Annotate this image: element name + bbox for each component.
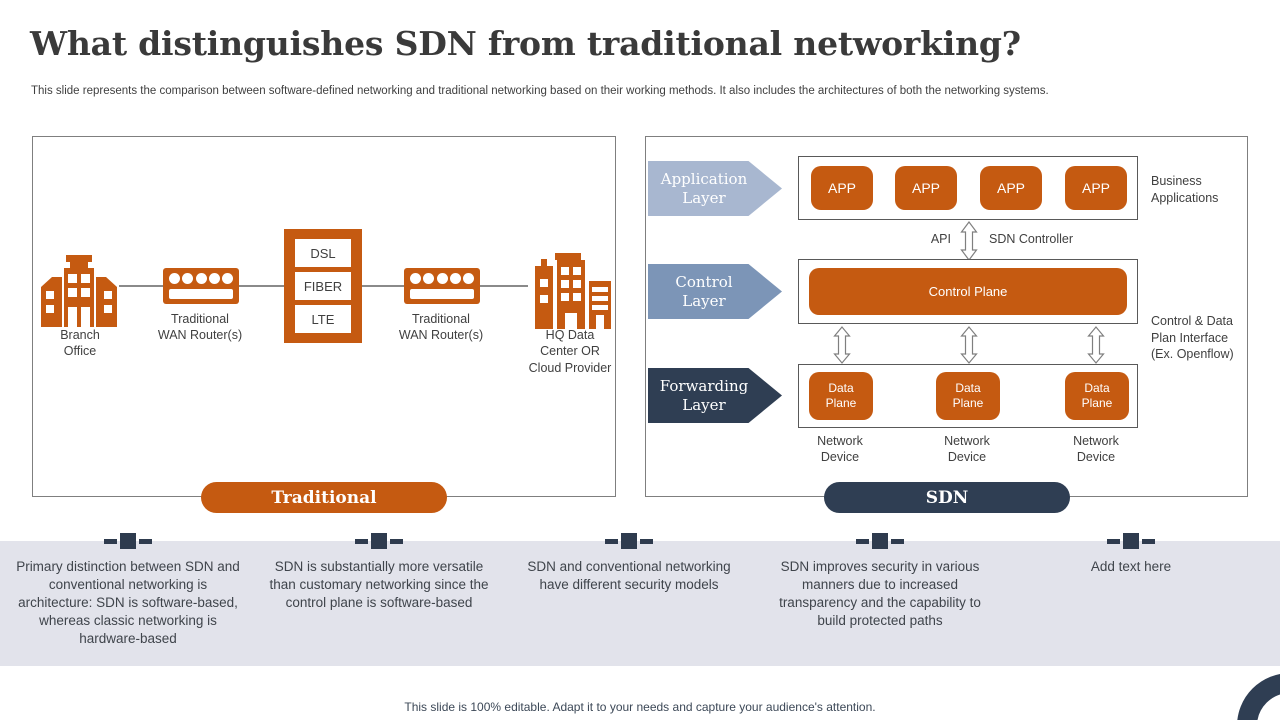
wan-router-label-left: Traditional WAN Router(s)	[157, 312, 243, 343]
control-plane-chip: Control Plane	[809, 268, 1127, 315]
wan-router-icon-right	[404, 268, 480, 304]
control-data-arrow-icon	[960, 326, 978, 364]
node-marker-icon	[856, 533, 904, 549]
editable-note-footer: This slide is 100% editable. Adapt it to…	[404, 700, 876, 714]
hq-data-center-label: HQ Data Center OR Cloud Provider	[528, 328, 612, 375]
network-device-label: Network Device	[817, 434, 863, 465]
application-layer-arrow: Application Layer	[648, 161, 782, 216]
node-marker-icon	[355, 533, 403, 549]
traditional-badge: Traditional	[201, 482, 447, 513]
branch-office-building-icon	[41, 255, 117, 327]
network-device-label: Network Device	[944, 434, 990, 465]
wan-router-icon-left	[163, 268, 239, 304]
forwarding-layer-arrow: Forwarding Layer	[648, 368, 782, 423]
traditional-panel: DSL FIBER LTE	[32, 136, 616, 497]
control-data-arrow-icon	[1087, 326, 1105, 364]
control-layer-arrow: Control Layer	[648, 264, 782, 319]
sdn-controller-label: SDN Controller	[989, 232, 1074, 246]
business-applications-label: Business Applications	[1151, 174, 1219, 205]
page-title: What distinguishes SDN from traditional …	[30, 24, 1021, 63]
control-data-interface-label: Control & Data Plan Interface (Ex. Openf…	[1151, 314, 1234, 361]
forwarding-layer-box: Data Plane Data Plane Data Plane	[798, 364, 1138, 428]
wan-links-box: DSL FIBER LTE	[284, 229, 362, 343]
network-device-label: Network Device	[1073, 434, 1119, 465]
app-chip: APP	[811, 166, 873, 210]
hq-data-center-building-icon	[535, 253, 611, 329]
app-chip: APP	[980, 166, 1042, 210]
node-marker-icon	[605, 533, 653, 549]
note-text: SDN and conventional networking have dif…	[527, 559, 731, 592]
sdn-badge: SDN	[824, 482, 1070, 513]
link-option-dsl: DSL	[295, 239, 351, 267]
link-option-fiber: FIBER	[295, 272, 351, 300]
note-placeholder[interactable]: Add text here	[1090, 559, 1172, 574]
note-text: SDN improves security in various manners…	[779, 559, 981, 628]
link-option-lte: LTE	[295, 305, 351, 333]
node-marker-icon	[104, 533, 152, 549]
data-plane-chip: Data Plane	[936, 372, 1000, 420]
slide-subtitle: This slide represents the comparison bet…	[31, 85, 1049, 97]
application-layer-box: APP APP APP APP	[798, 156, 1138, 220]
note-text: Primary distinction between SDN and conv…	[16, 559, 240, 646]
notes-band	[0, 541, 1280, 666]
wan-router-label-right: Traditional WAN Router(s)	[398, 312, 484, 343]
api-double-arrow-icon	[960, 221, 978, 261]
app-chip: APP	[895, 166, 957, 210]
api-label: API	[930, 232, 951, 246]
control-layer-box: Control Plane	[798, 259, 1138, 324]
logo-ring	[1237, 673, 1280, 720]
data-plane-chip: Data Plane	[1065, 372, 1129, 420]
node-marker-icon	[1107, 533, 1155, 549]
control-data-arrow-icon	[833, 326, 851, 364]
note-text: SDN is substantially more versatile than…	[269, 559, 489, 610]
data-plane-chip: Data Plane	[809, 372, 873, 420]
app-chip: APP	[1065, 166, 1127, 210]
sdn-panel: Application Layer Control Layer Forwardi…	[645, 136, 1248, 497]
branch-office-label: Branch Office	[60, 328, 100, 359]
